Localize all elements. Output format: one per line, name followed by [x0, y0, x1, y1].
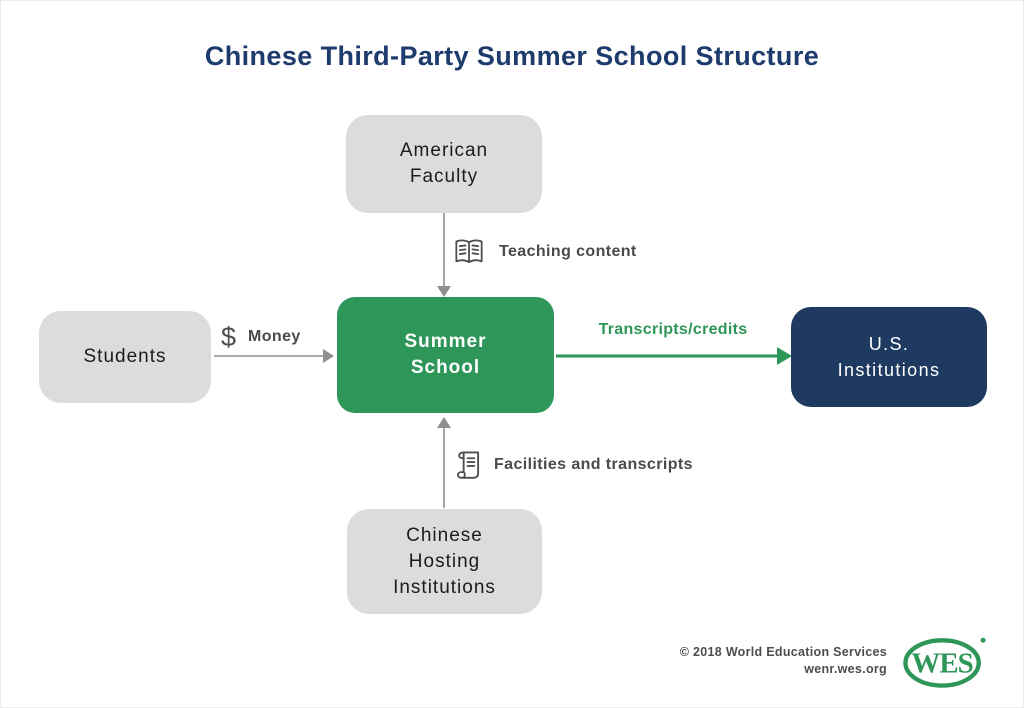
edge-label-transcripts-credits: Transcripts/credits	[598, 321, 748, 338]
edge-label-text: Money	[248, 328, 301, 345]
edge-label-money: $ Money	[221, 319, 301, 355]
node-label-line: Institutions	[393, 576, 496, 598]
copyright-text: © 2018 World Education Services	[679, 645, 887, 659]
node-label-line: Chinese	[406, 524, 483, 546]
node-label-line: Faculty	[409, 166, 479, 187]
open-book-icon	[455, 239, 483, 264]
wes-logo-text: WES	[911, 648, 972, 680]
node-label-line: Institutions	[837, 360, 941, 380]
registered-mark-dot	[980, 637, 986, 643]
edge-label-text: Facilities and transcripts	[494, 456, 693, 473]
node-label-line: U.S.	[868, 334, 910, 354]
diagram-title: Chinese Third-Party Summer School Struct…	[204, 41, 820, 71]
scroll-icon	[456, 451, 480, 479]
wes-logo: WES	[903, 637, 986, 688]
node-american-faculty: American Faculty	[346, 115, 542, 213]
node-label-line: School	[410, 357, 481, 378]
node-us-institutions: U.S. Institutions	[791, 307, 987, 407]
website-text: wenr.wes.org	[804, 662, 887, 676]
edge-label-teaching-content: Teaching content	[452, 235, 637, 269]
node-label-line: Students	[83, 346, 167, 367]
edge-label-text: Teaching content	[499, 243, 637, 260]
arrow-faculty-to-summer	[437, 213, 451, 297]
node-label-line: American	[399, 140, 489, 161]
node-chinese-hosting-institutions: Chinese Hosting Institutions	[347, 509, 542, 614]
arrow-summer-to-us	[556, 347, 792, 365]
node-students: Students	[39, 311, 211, 403]
arrow-chinese-to-summer	[437, 417, 451, 508]
node-label-line: Summer	[404, 331, 487, 352]
edge-label-facilities-transcripts: Facilities and transcripts	[454, 446, 693, 484]
node-summer-school: Summer School	[337, 297, 554, 413]
dollar-icon: $	[221, 321, 237, 352]
footer-text: © 2018 World Education Services wenr.wes…	[680, 644, 887, 678]
node-label-line: Hosting	[408, 550, 481, 572]
footer: © 2018 World Education Services wenr.wes…	[680, 634, 988, 688]
